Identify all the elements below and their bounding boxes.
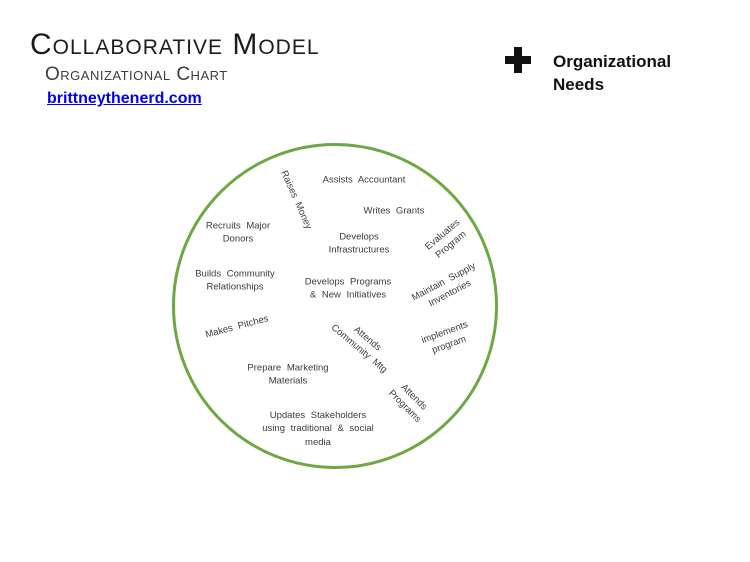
circle-label-assists-accountant: Assists Accountant bbox=[322, 174, 406, 186]
legend-organizational-needs: Organizational Needs bbox=[553, 52, 672, 94]
website-link[interactable]: brittneythenerd.com bbox=[47, 90, 202, 107]
circle-label-develops-infrastructures: Develops Infrastructures bbox=[328, 231, 390, 256]
page-subtitle: Organizational Chart bbox=[45, 64, 228, 85]
plus-icon bbox=[505, 47, 531, 73]
organizational-needs-circle bbox=[172, 143, 498, 469]
circle-label-recruits-major-donors: Recruits Major Donors bbox=[205, 220, 271, 245]
page-title: Collaborative Model bbox=[30, 28, 320, 61]
circle-label-develops-programs-initiatives: Develops Programs & New Initiatives bbox=[304, 276, 392, 301]
circle-label-updates-stakeholders: Updates Stakeholders using traditional &… bbox=[262, 410, 374, 448]
circle-label-prepare-marketing-materials: Prepare Marketing Materials bbox=[247, 362, 329, 387]
circle-label-writes-grants: Writes Grants bbox=[363, 205, 425, 217]
circle-label-builds-community-relationships: Builds Community Relationships bbox=[195, 268, 275, 293]
